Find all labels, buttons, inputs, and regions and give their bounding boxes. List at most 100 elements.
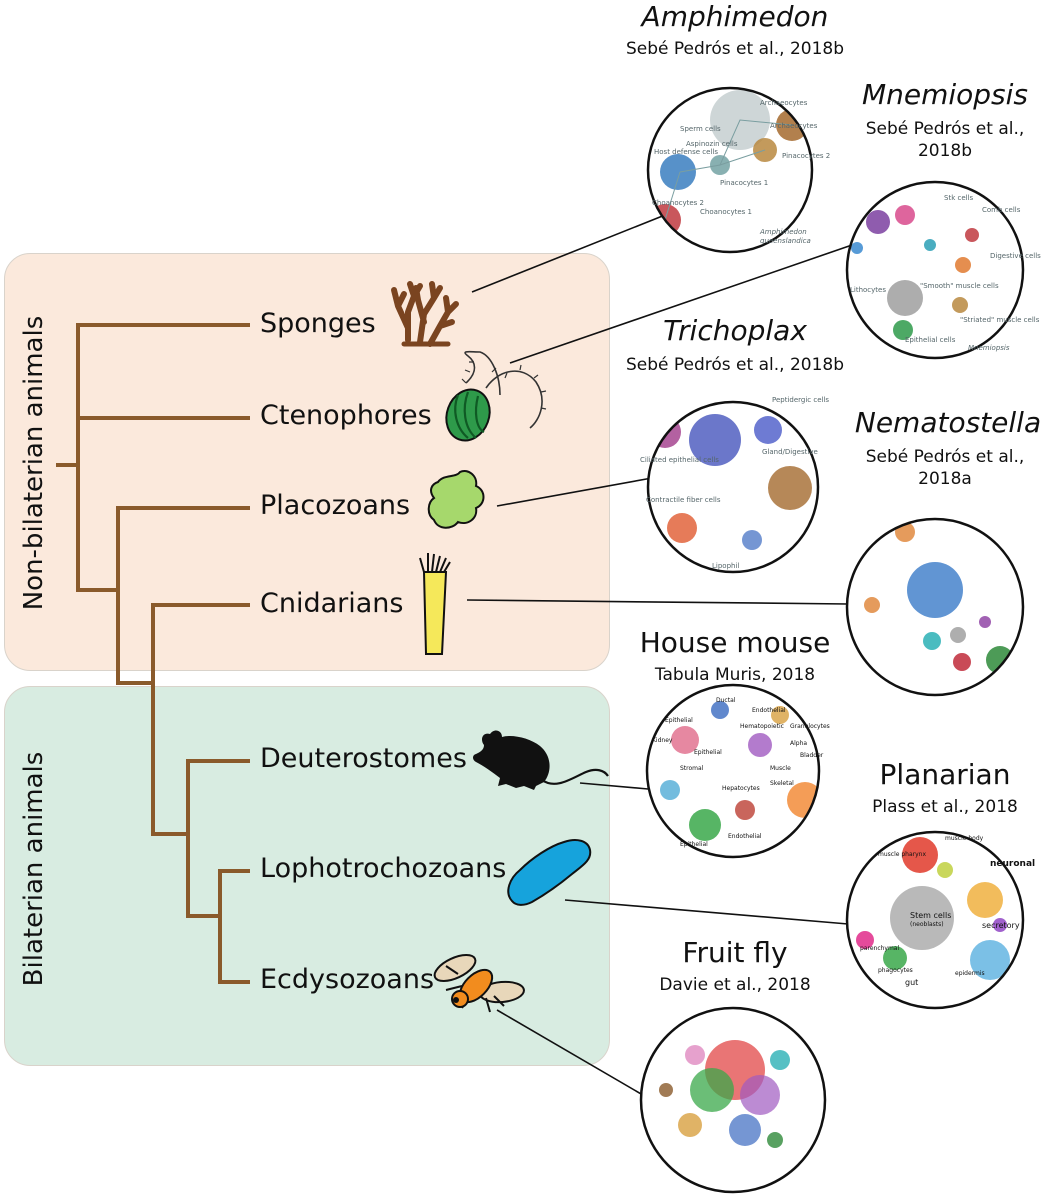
cluster-label: Alpha [790,740,807,747]
connector-cnidarians [466,599,849,605]
cluster-label: Gland/Digestive [762,448,818,456]
planarian-cluster [937,862,953,878]
connector-sponges [471,214,666,293]
mnemiopsis-cluster [866,210,890,234]
fly-cluster [767,1132,783,1148]
connector-ecdysozoans [496,1009,649,1099]
cluster-label: Endothelial [728,833,762,840]
planarian-icon [507,839,592,906]
cluster-label: Contractile fiber cells [646,496,721,504]
mnemiopsis-cluster [952,297,968,313]
cluster-label: Peptidergic cells [772,396,829,404]
cluster-label: Archaeocytes [770,122,818,130]
trichoplax-cluster [768,466,812,510]
cluster-label: Epithelial [694,749,722,756]
dataset-title-trichoplax: Trichoplax [663,314,807,347]
dataset-title-amphimedon: Amphimedon [641,0,829,33]
cluster-label: Epithelial [680,841,708,848]
cluster-label: Digestive cells [990,252,1041,260]
fly-icon [433,954,525,1013]
cluster-label: Granulocytes [790,723,830,730]
cluster-label: Epithelial cells [905,336,956,344]
cluster-label: Bladder [800,752,824,759]
planarian-cluster [856,931,874,949]
mnemiopsis-cluster [924,239,936,251]
cluster-label: Lipophil [712,562,739,570]
cluster-label: Hematopoietic [740,723,784,730]
cluster-label: Skeletal [770,780,794,787]
dataset-title-nematostella: Nematostella [854,406,1042,439]
nematostella-cluster [950,627,966,643]
connector-placozoans [496,477,653,507]
mouse-cluster [660,780,680,800]
cluster-label: Ciliated epithelial cells [640,456,719,464]
cluster-plot-amphimedon: Archaeocytes Archaeocytes Sperm cells As… [646,86,830,254]
cluster-plot-planarian: muscle body muscle pharynx neuronal Stem… [845,830,1035,1010]
cluster-label: Host defense cells [654,148,718,156]
mnemiopsis-cluster [887,280,923,316]
mnemiopsis-cluster [895,205,915,225]
dataset-title-fruit-fly: Fruit fly [682,936,788,969]
cluster-label: secretory [982,921,1020,930]
trichoplax-cluster [649,416,681,448]
cluster-label: "Striated" muscle cells [960,316,1040,324]
mouse-cluster [735,800,755,820]
dataset-title-mnemiopsis: Mnemiopsis [861,78,1029,111]
fly-cluster [659,1083,673,1097]
mnemiopsis-cluster [851,242,863,254]
cluster-label: muscle body [945,835,984,842]
mouse-cluster [689,809,721,841]
cluster-plot-mnemiopsis: Stk cells Comb cells Digestive cells Lit… [845,180,1041,360]
dataset-citation-nematostella: Sebé Pedrós et al., 2018a [865,447,1025,489]
dataset-citation-amphimedon: Sebé Pedrós et al., 2018b [625,39,844,59]
dataset-citation-house-mouse: Tabula Muris, 2018 [654,665,816,685]
cluster-label: Hepatocytes [722,785,760,792]
cluster-label: Pinacocytes 1 [720,179,768,187]
mouse-cluster [671,726,699,754]
phylogenetic-tree [56,323,250,984]
cluster-label: Choanocytes 2 [652,199,704,207]
cluster-label: Muscle [770,765,791,772]
cluster-plot-house-mouse: Ductal Endothelial Epithelial Hematopoie… [645,683,830,859]
fly-cluster [740,1075,780,1115]
dataset-citation-mnemiopsis: Sebé Pedrós et al., 2018b [865,119,1025,161]
taxon-label-lophotrochozoans: Lophotrochozoans [260,853,507,884]
ctenophore-icon [445,350,547,442]
dataset-citation-fruit-fly: Davie et al., 2018 [659,975,811,995]
fly-cluster [678,1113,702,1137]
planarian-cluster [967,882,1003,918]
mouse-icon [473,730,609,790]
cluster-plot-trichoplax: Peptidergic cells Ciliated epithelial ce… [640,396,829,574]
cluster-plot-nematostella [845,517,1025,697]
nematostella-cluster [986,646,1014,674]
cluster-label: gut [905,978,918,987]
planarian-cluster [993,918,1007,932]
planarian-cluster [890,886,954,950]
amphimedon-cluster [660,154,696,190]
trichoplax-cluster [742,530,762,550]
cluster-label: Aspinozin cells [686,140,738,148]
cluster-label: neuronal [990,859,1035,869]
placozoan-icon [427,470,485,529]
fly-cluster [690,1068,734,1112]
cnidarian-icon [419,553,451,655]
cluster-label: Comb cells [982,206,1021,214]
dataset-title-planarian: Planarian [879,758,1011,791]
fly-cluster [729,1114,761,1146]
connectors [466,214,853,1099]
taxon-label-cnidarians: Cnidarians [260,588,404,619]
planarian-cluster [883,946,907,970]
nematostella-cluster [864,597,880,613]
non-bilaterian-box [4,253,610,671]
mouse-cluster [748,733,772,757]
taxon-label-deuterostomes: Deuterostomes [260,743,467,774]
cluster-label: Stromal [680,765,704,772]
dataset-citation-planarian: Plass et al., 2018 [872,797,1018,817]
cluster-label: phagocytes [878,967,913,974]
sponge-icon [391,281,459,347]
cluster-label: Kidney [652,737,673,744]
cluster-label: Endothelial [752,707,786,714]
cluster-label: Amphimedon [759,228,807,236]
taxon-label-placozoans: Placozoans [260,490,411,521]
